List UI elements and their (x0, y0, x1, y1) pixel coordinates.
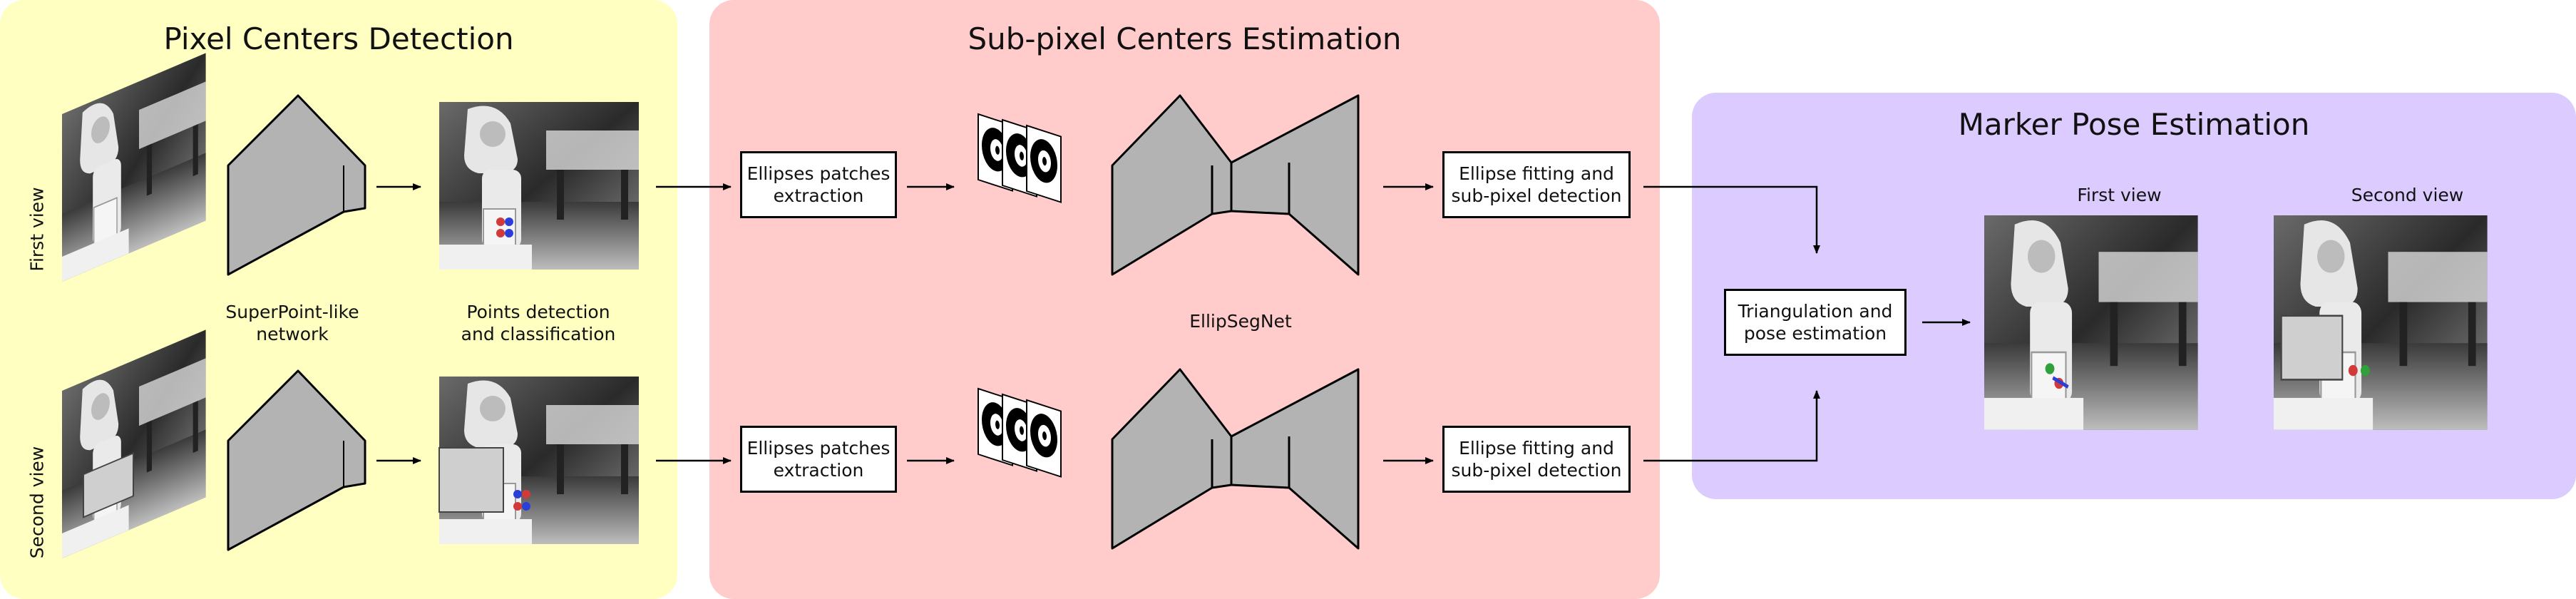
patches-extraction-box-second: Ellipses patches extraction (740, 426, 897, 493)
patches-extraction-box-first: Ellipses patches extraction (740, 151, 897, 218)
pose-panel-title: Marker Pose Estimation (1958, 107, 2310, 142)
superpoint-network-icon-first (227, 94, 366, 276)
first-view-input-image (61, 52, 207, 283)
pose-second-view-label: Second view (2351, 185, 2464, 205)
ellipse-patches-first (977, 113, 1062, 203)
subpixel-panel-title: Sub-pixel Centers Estimation (968, 21, 1402, 56)
ellipse-patches-second (977, 388, 1062, 478)
first-view-detection-image (438, 101, 640, 270)
triangulation-box: Triangulation and pose estimation (1724, 289, 1907, 356)
pose-first-view-label: First view (2077, 185, 2162, 205)
points-detection-label: Points detection and classification (461, 302, 616, 344)
second-view-input-image (61, 329, 207, 560)
ellipse-fitting-box-first: Ellipse fitting and sub-pixel detection (1442, 151, 1631, 218)
superpoint-network-label: SuperPoint-like network (225, 302, 359, 344)
second-view-detection-image (438, 376, 640, 545)
pose-first-view-image (1983, 214, 2199, 431)
pose-second-view-image (2272, 214, 2488, 431)
superpoint-network-icon-second (227, 369, 366, 551)
ellipsegnet-label: EllipSegNet (1189, 311, 1292, 332)
ellipse-fitting-box-second: Ellipse fitting and sub-pixel detection (1442, 426, 1631, 493)
ellipsegnet-icon-first (1111, 94, 1360, 276)
pixel-panel-title: Pixel Centers Detection (163, 21, 514, 56)
ellipsegnet-icon-second (1111, 368, 1360, 550)
